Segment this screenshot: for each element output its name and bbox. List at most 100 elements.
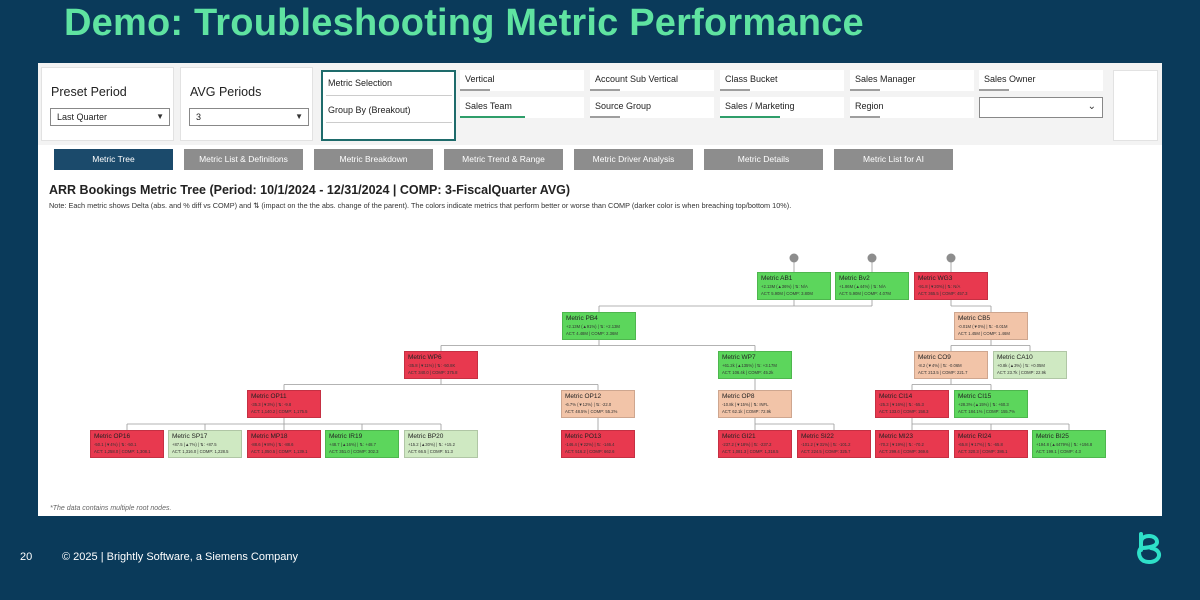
metric-node-name: Metric BP20 xyxy=(408,433,444,440)
metric-node-delta: -65.8 (▼17%) | ⇅: -65.8 xyxy=(958,442,1003,447)
filter-sales-manager[interactable]: Sales Manager xyxy=(850,70,974,91)
tab-metric-details[interactable]: Metric Details xyxy=(704,149,823,170)
avg-periods-select[interactable]: 3 ▼ xyxy=(189,108,309,126)
tab-metric-list-for-ai[interactable]: Metric List for AI xyxy=(834,149,953,170)
metric-node-name: Metric WP6 xyxy=(408,354,442,361)
metric-node-delta: -88.6 (▼8%) | ⇅: -88.6 xyxy=(251,442,294,447)
filter-sales-team[interactable]: Sales Team xyxy=(460,97,584,118)
divider xyxy=(326,95,452,96)
filter-label: Region xyxy=(855,101,884,111)
metric-node-actual-comp: ACT: 23.7k | COMP: 22.9k xyxy=(997,370,1047,375)
avg-periods-filter: AVG Periods 3 ▼ xyxy=(180,67,313,141)
filter-account-sub-vertical[interactable]: Account Sub Vertical xyxy=(590,70,714,91)
metric-node-name: Metric PB4 xyxy=(566,315,598,322)
filter-source-group[interactable]: Source Group xyxy=(590,97,714,118)
filter-sales-marketing[interactable]: Sales / Marketing xyxy=(720,97,844,118)
metric-node-name: Metric OP11 xyxy=(251,393,287,400)
root-node-dot[interactable] xyxy=(789,253,799,263)
metric-node-actual-comp: ACT: 62.1k | COMP: 72.9k xyxy=(722,409,772,414)
root-node-dot[interactable] xyxy=(946,253,956,263)
filter-selection-bar xyxy=(590,116,620,118)
metric-node-actual-comp: ACT: 320.3 | COMP: 386.1 xyxy=(958,449,1008,454)
tab-metric-driver-analysis[interactable]: Metric Driver Analysis xyxy=(574,149,693,170)
preset-period-value: Last Quarter xyxy=(57,112,108,122)
preset-period-select[interactable]: Last Quarter ▼ xyxy=(50,108,170,126)
tab-metric-list-definitions[interactable]: Metric List & Definitions xyxy=(184,149,303,170)
filter-extra-dropdown[interactable]: ⌄ xyxy=(979,97,1103,118)
filter-label: Sales Owner xyxy=(984,74,1036,84)
filter-label: Class Bucket xyxy=(725,74,778,84)
metric-node-actual-comp: ACT: 48.5% | COMP: 55.2% xyxy=(565,409,618,414)
metric-node-delta: +194.8 (▲4479%) | ⇅: +194.8 xyxy=(1036,442,1093,447)
root-node-dot[interactable] xyxy=(867,253,877,263)
metric-node-delta: -91.8 (▼20%) | ⇅: N/A xyxy=(918,284,961,289)
group-by-button[interactable]: Group By (Breakout) xyxy=(328,105,411,115)
metric-node-actual-comp: ACT: 1,050.5 | COMP: 1,139.1 xyxy=(251,449,308,454)
metric-node-actual-comp: ACT: 213.5 | COMP: 221.7 xyxy=(918,370,968,375)
metric-selection-button[interactable]: Metric Selection xyxy=(328,78,393,88)
metric-node-actual-comp: ACT: 340.0 | COMP: 375.8 xyxy=(408,370,458,375)
metric-node-delta: -35.8 (▼11%) | ⇅: -50.8K xyxy=(408,363,456,368)
filter-label: Sales Team xyxy=(465,101,512,111)
metric-node-actual-comp: ACT: 66.5 | COMP: 51.3 xyxy=(408,449,453,454)
metric-node-name: Metric SP17 xyxy=(172,433,208,440)
tree-note: Note: Each metric shows Delta (abs. and … xyxy=(49,201,792,210)
metric-node-actual-comp: ACT: 516.2 | COMP: 662.6 xyxy=(565,449,615,454)
filter-class-bucket[interactable]: Class Bucket xyxy=(720,70,844,91)
metric-node-wp6[interactable]: Metric WP6 -35.8 (▼11%) | ⇅: -50.8K ACT: 3… xyxy=(404,351,478,379)
filter-selection-bar xyxy=(850,116,880,118)
filter-region[interactable]: Region xyxy=(850,97,974,118)
filter-selection-bar xyxy=(720,89,750,91)
filter-vertical[interactable]: Vertical xyxy=(460,70,584,91)
filter-label: Sales / Marketing xyxy=(725,101,795,111)
metric-node-delta: -146.4 (▼22%) | ⇅: -146.4 xyxy=(565,442,615,447)
dashboard-panel: Preset Period Last Quarter ▼ AVG Periods… xyxy=(38,63,1162,516)
chevron-down-icon: ▼ xyxy=(156,112,164,121)
metric-node-actual-comp: ACT: 1,081.3 | COMP: 1,318.5 xyxy=(722,449,779,454)
metric-node-name: Metric CA10 xyxy=(997,354,1033,361)
filter-label: Source Group xyxy=(595,101,652,111)
metric-node-name: Metric CB5 xyxy=(958,315,991,322)
metric-node-name: Metric MP18 xyxy=(251,433,288,440)
metric-node-name: Metric MI23 xyxy=(879,433,913,440)
metric-node-delta: -25.3 (▼16%) | ⇅: -55.3 xyxy=(879,402,924,407)
brightly-logo-icon xyxy=(1137,532,1161,565)
avg-periods-label: AVG Periods xyxy=(190,85,262,99)
metric-node-actual-comp: ACT: 184.1% | COMP: 155.7% xyxy=(958,409,1015,414)
filter-bar: Preset Period Last Quarter ▼ AVG Periods… xyxy=(38,63,1162,145)
metric-node-name: Metric GI21 xyxy=(722,433,756,440)
metric-node-name: Metric Bv2 xyxy=(839,275,870,282)
metric-node-actual-comp: ACT: 106.4k | COMP: 45.2k xyxy=(722,370,774,375)
metric-node-delta: -35.3 (▼3%) | ⇅: -9.8 xyxy=(251,402,292,407)
tab-metric-trend-range[interactable]: Metric Trend & Range xyxy=(444,149,563,170)
tab-metric-tree[interactable]: Metric Tree xyxy=(54,149,173,170)
filter-sales-owner[interactable]: Sales Owner xyxy=(979,70,1103,91)
tab-metric-breakdown[interactable]: Metric Breakdown xyxy=(314,149,433,170)
tree-footnote: *The data contains multiple root nodes. xyxy=(50,505,172,512)
metric-node-name: Metric CO9 xyxy=(918,354,951,361)
